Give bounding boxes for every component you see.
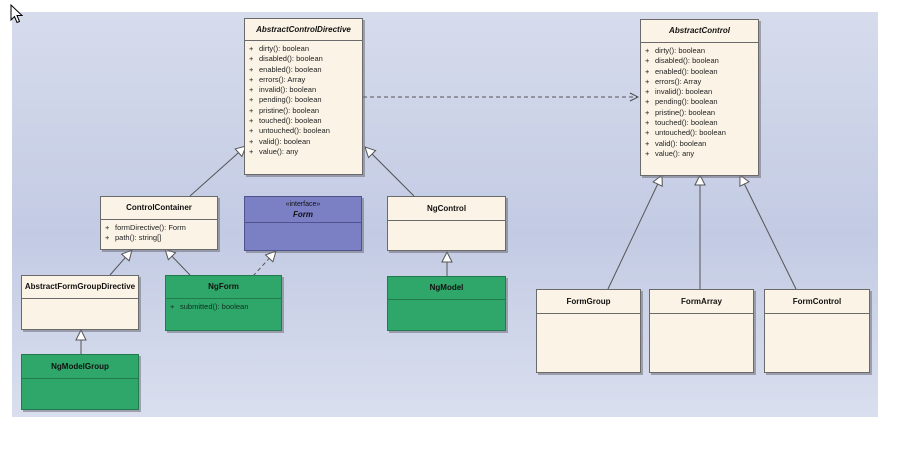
interface-form[interactable]: «interface» Form bbox=[244, 196, 362, 251]
interface-header: «interface» Form bbox=[245, 197, 361, 223]
mouse-pointer-icon bbox=[10, 4, 24, 24]
class-name: FormArray bbox=[650, 290, 753, 314]
operation: +errors(): Array bbox=[645, 76, 702, 86]
operation: +value(): any bbox=[645, 148, 695, 158]
class-name: AbstractControl bbox=[641, 20, 758, 43]
operation: +untouched(): boolean bbox=[645, 128, 726, 138]
class-form-group[interactable]: FormGroup bbox=[536, 289, 641, 373]
operation: +pristine(): boolean bbox=[645, 107, 716, 117]
class-name: AbstractFormGroupDirective bbox=[22, 276, 138, 299]
operation: +value(): any bbox=[249, 146, 299, 156]
operation: +errors(): Array bbox=[249, 74, 306, 84]
class-name: NgModelGroup bbox=[22, 355, 138, 379]
class-name: NgControl bbox=[388, 197, 505, 221]
operation: +valid(): boolean bbox=[249, 136, 311, 146]
operation: +invalid(): boolean bbox=[645, 87, 713, 97]
operation: +valid(): boolean bbox=[645, 138, 707, 148]
class-abstract-control[interactable]: AbstractControl +dirty(): boolean +disab… bbox=[640, 19, 759, 176]
operation: +formDirective(): Form bbox=[105, 223, 186, 232]
operations-list: +submitted(): boolean bbox=[166, 299, 281, 315]
operation: +pristine(): boolean bbox=[249, 105, 320, 115]
generalization-controlcontainer bbox=[189, 146, 246, 197]
class-ng-control[interactable]: NgControl bbox=[387, 196, 506, 251]
operation: +touched(): boolean bbox=[249, 116, 322, 126]
class-control-container[interactable]: ControlContainer +formDirective(): Form … bbox=[100, 196, 218, 250]
class-ng-form[interactable]: NgForm +submitted(): boolean bbox=[165, 275, 282, 331]
generalization-ngform bbox=[165, 249, 191, 276]
operation: +submitted(): boolean bbox=[170, 302, 249, 311]
operations-list: +formDirective(): Form +path(): string[] bbox=[101, 220, 217, 247]
class-name: FormGroup bbox=[537, 290, 640, 314]
generalization-formcontrol bbox=[740, 175, 797, 290]
generalization-ngcontrol bbox=[365, 147, 415, 197]
operations-list: +dirty(): boolean +disabled(): boolean +… bbox=[245, 41, 362, 160]
operation: +invalid(): boolean bbox=[249, 85, 317, 95]
operation: +disabled(): boolean bbox=[645, 56, 719, 66]
operation: +dirty(): boolean bbox=[249, 44, 310, 53]
class-ng-model-group[interactable]: NgModelGroup bbox=[21, 354, 139, 410]
realization-ngform-form bbox=[252, 251, 276, 277]
class-name: Form bbox=[293, 209, 313, 219]
operation: +enabled(): boolean bbox=[249, 64, 322, 74]
class-name: NgForm bbox=[166, 276, 281, 299]
generalization-formgroup bbox=[607, 175, 662, 290]
operation: +pending(): boolean bbox=[249, 95, 322, 105]
class-name: NgModel bbox=[388, 277, 505, 300]
class-form-array[interactable]: FormArray bbox=[649, 289, 754, 373]
class-abstract-control-directive[interactable]: AbstractControlDirective +dirty(): boole… bbox=[244, 18, 363, 175]
operation: +path(): string[] bbox=[105, 233, 162, 243]
generalization-abstractformgroupdirective bbox=[109, 250, 132, 276]
operation: +untouched(): boolean bbox=[249, 126, 330, 136]
operation: +enabled(): boolean bbox=[645, 66, 718, 76]
operation: +disabled(): boolean bbox=[249, 54, 323, 64]
class-abstract-form-group-directive[interactable]: AbstractFormGroupDirective bbox=[21, 275, 139, 330]
operation: +pending(): boolean bbox=[645, 97, 718, 107]
class-name: FormControl bbox=[765, 290, 869, 314]
class-name: AbstractControlDirective bbox=[245, 19, 362, 41]
operations-list: +dirty(): boolean +disabled(): boolean +… bbox=[641, 43, 758, 162]
class-form-control[interactable]: FormControl bbox=[764, 289, 870, 373]
class-ng-model[interactable]: NgModel bbox=[387, 276, 506, 331]
class-name: ControlContainer bbox=[101, 197, 217, 220]
stereotype-label: «interface» bbox=[285, 200, 321, 208]
operation: +dirty(): boolean bbox=[645, 46, 706, 55]
operation: +touched(): boolean bbox=[645, 118, 718, 128]
